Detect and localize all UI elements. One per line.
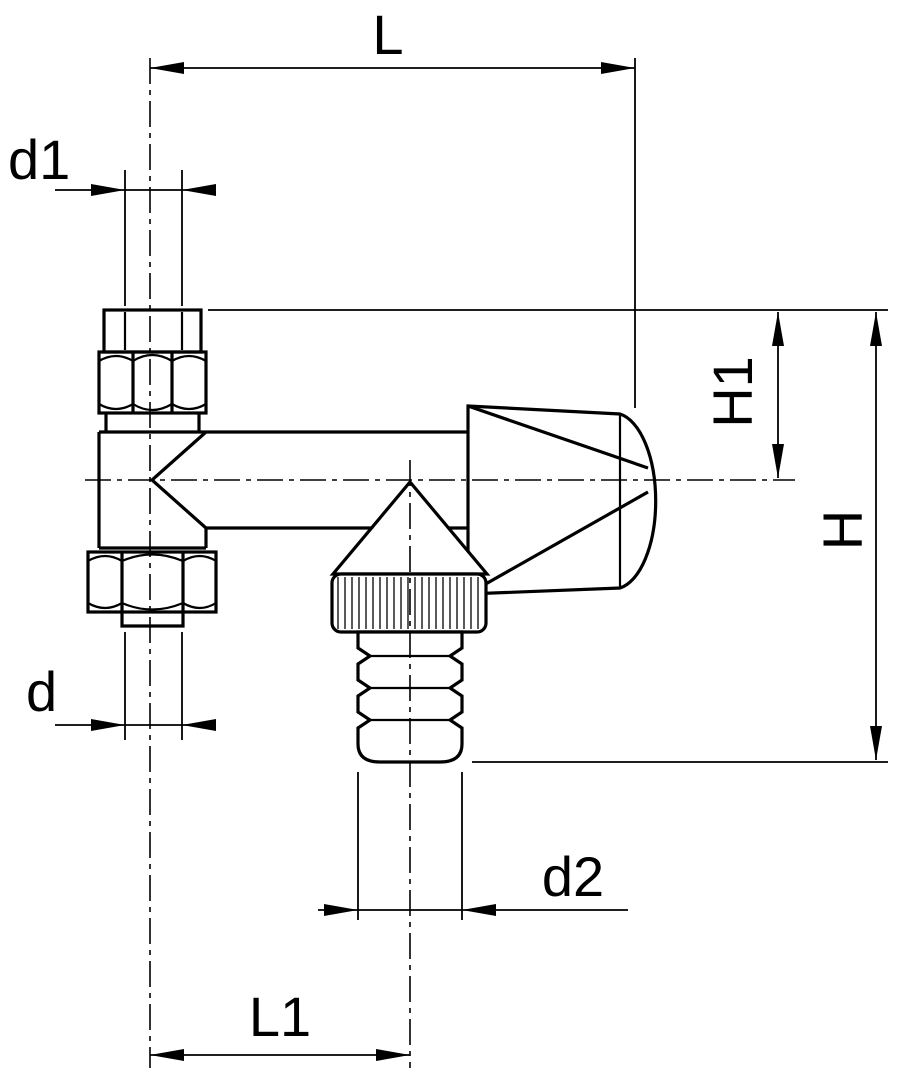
knurled-nut-group (330, 572, 488, 634)
bottom-hex-nut (86, 550, 218, 614)
handle-outline (466, 404, 658, 596)
dim-label-H: H (811, 510, 874, 550)
dim-label-L1: L1 (249, 985, 311, 1048)
dim-label-L: L (372, 3, 403, 66)
extension-line (124, 632, 183, 740)
arrowhead (462, 904, 496, 916)
dim-label-d: d (26, 660, 57, 723)
bottom-stub (120, 612, 185, 628)
bottom-hex-facets (120, 552, 185, 612)
body-arm-outline (97, 430, 470, 550)
dimension-L1: L1 (150, 985, 410, 1061)
dimension-d1: d1 (8, 128, 216, 306)
top-hex-nut (97, 350, 208, 415)
arrowhead (91, 184, 125, 196)
top-hex-facets (131, 352, 174, 413)
knurl-texture (337, 577, 479, 629)
extension-line (357, 772, 463, 920)
arrowhead (91, 719, 125, 731)
neck-cylinder (104, 413, 201, 432)
dim-label-d2: d2 (542, 845, 604, 908)
arrowhead (772, 444, 784, 478)
cap-pipe-lines (123, 312, 184, 350)
dimension-L: L (150, 3, 636, 408)
arrowhead (324, 904, 358, 916)
bottom-hex-arcs (87, 553, 217, 611)
dim-label-H1: H1 (701, 356, 764, 428)
arrowhead (182, 719, 216, 731)
arrowhead (601, 62, 635, 74)
handle-cone-lines (467, 404, 649, 596)
arrowhead (870, 726, 882, 760)
compression-cap (102, 308, 203, 354)
extension-line (124, 170, 183, 306)
arrowhead (182, 184, 216, 196)
arrowhead (870, 312, 882, 346)
dimension-H1: H1 (701, 312, 784, 478)
knurled-union-nut (330, 572, 488, 634)
dim-label-d1: d1 (8, 128, 70, 191)
handle-group (466, 404, 658, 596)
dimension-H: H (208, 309, 888, 763)
arrowhead (772, 312, 784, 346)
dimension-d: d (26, 632, 216, 740)
arrowhead (376, 1049, 410, 1061)
arrowhead (150, 1049, 184, 1061)
dimension-d2: d2 (318, 772, 628, 920)
arrowhead (150, 62, 184, 74)
centerlines (85, 58, 795, 1068)
top-hex-arcs (98, 353, 207, 412)
